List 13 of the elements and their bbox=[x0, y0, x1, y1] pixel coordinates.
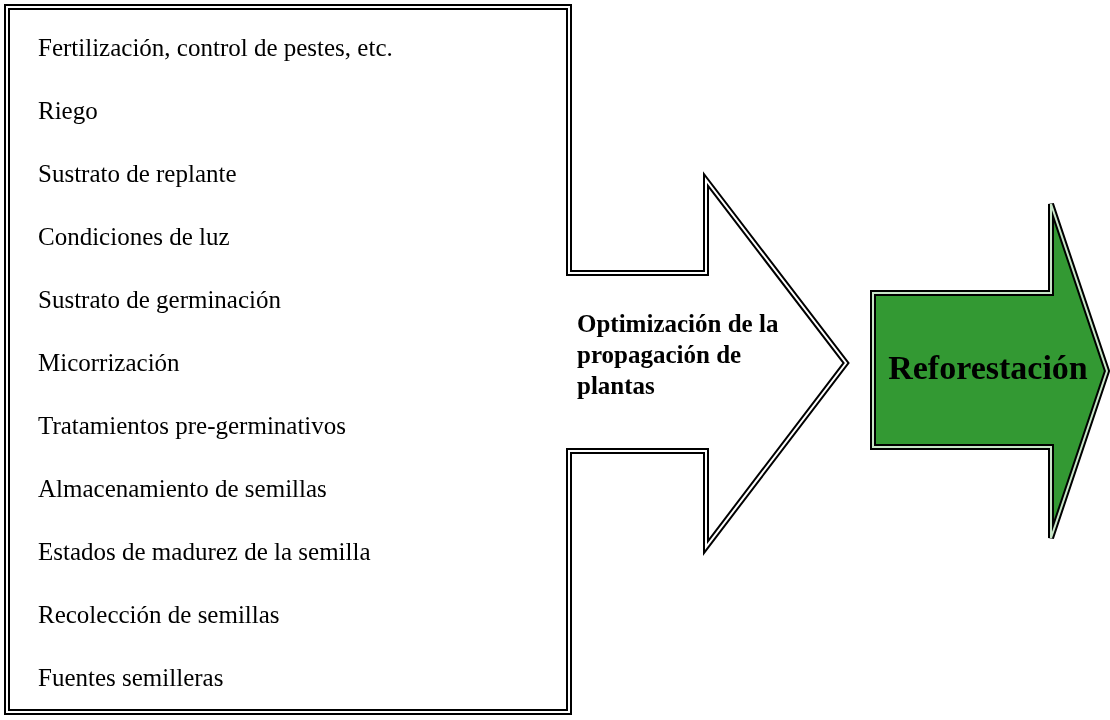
factor-item: Fertilización, control de pestes, etc. bbox=[38, 33, 393, 63]
factor-item: Tratamientos pre-germinativos bbox=[38, 411, 347, 441]
factor-item: Estados de madurez de la semilla bbox=[38, 537, 371, 567]
factor-item: Fuentes semilleras bbox=[38, 663, 224, 693]
factor-item: Sustrato de germinación bbox=[38, 285, 281, 315]
factor-item: Recolección de semillas bbox=[38, 600, 280, 630]
factor-item: Sustrato de replante bbox=[38, 159, 237, 189]
factor-item: Condiciones de luz bbox=[38, 222, 230, 252]
arrow-label: Reforestación bbox=[888, 348, 1088, 388]
factor-item: Riego bbox=[38, 96, 98, 126]
factor-item: Almacenamiento de semillas bbox=[38, 474, 327, 504]
factor-item: Micorrización bbox=[38, 348, 180, 378]
arrow-label: Optimización de la propagación de plantas bbox=[577, 309, 780, 401]
